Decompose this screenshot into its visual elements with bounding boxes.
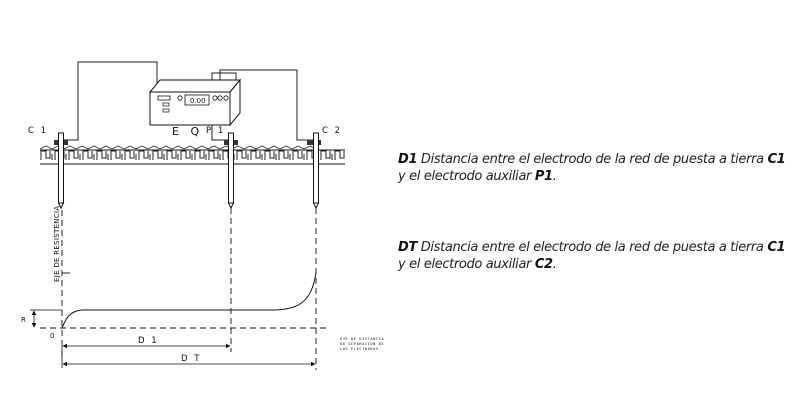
resistance-axis <box>61 210 70 358</box>
definition-d1-text1: Distancia entre el electrodo de la red d… <box>417 152 768 167</box>
dt-dimension <box>61 346 316 368</box>
definition-d1: D1 Distancia entre el electrodo de la re… <box>398 151 790 185</box>
wires <box>60 61 318 141</box>
distance-axis-label-3: LOS ELECTRODOS <box>340 347 379 351</box>
definition-dt-target: C2 <box>534 257 553 272</box>
definition-d1-text2: y el electrodo auxiliar <box>398 169 535 184</box>
r-label: R <box>21 316 26 324</box>
definition-d1-end: . <box>552 169 557 184</box>
eq-label: E Q <box>172 125 203 138</box>
definition-dt-c1: C1 <box>767 240 786 255</box>
p1-label: P 1 <box>206 126 225 136</box>
dt-label: D T <box>181 354 201 364</box>
definition-d1-term: D1 <box>398 152 418 167</box>
earth-resistance-diagram: 0.00 E Q C 1 P 1 C 2 EJE DE RESISTENCIA … <box>21 61 384 370</box>
definition-dt-term: DT <box>398 240 417 255</box>
distance-axis-label-2: DE SEPARACION DE <box>340 342 384 346</box>
definition-dt-text2: y el electrodo auxiliar <box>398 257 535 272</box>
resistance-axis-label: EJE DE RESISTENCIA <box>53 206 61 283</box>
c2-label: C 2 <box>322 126 342 136</box>
definition-dt-end: . <box>552 257 557 272</box>
resistance-curve <box>61 271 317 329</box>
earth-tester-instrument: 0.00 <box>148 78 242 127</box>
origin-label: 0 <box>50 332 54 340</box>
definition-dt-text1: Distancia entre el electrodo de la red d… <box>416 240 768 255</box>
definition-dt: DT Distancia entre el electrodo de la re… <box>398 239 790 273</box>
r-dimension <box>30 309 42 328</box>
electrode-c1 <box>54 132 68 210</box>
definition-d1-c1: C1 <box>767 152 786 167</box>
electrode-p1 <box>224 132 238 210</box>
d1-label: D 1 <box>138 336 159 346</box>
ground <box>39 145 345 165</box>
electrode-c2 <box>307 132 321 210</box>
c1-label: C 1 <box>28 126 48 136</box>
distance-axis-label-1: EJE DE DISTANCIA <box>340 337 384 341</box>
definition-d1-target: P1 <box>534 169 553 184</box>
display-value: 0.00 <box>190 97 206 105</box>
